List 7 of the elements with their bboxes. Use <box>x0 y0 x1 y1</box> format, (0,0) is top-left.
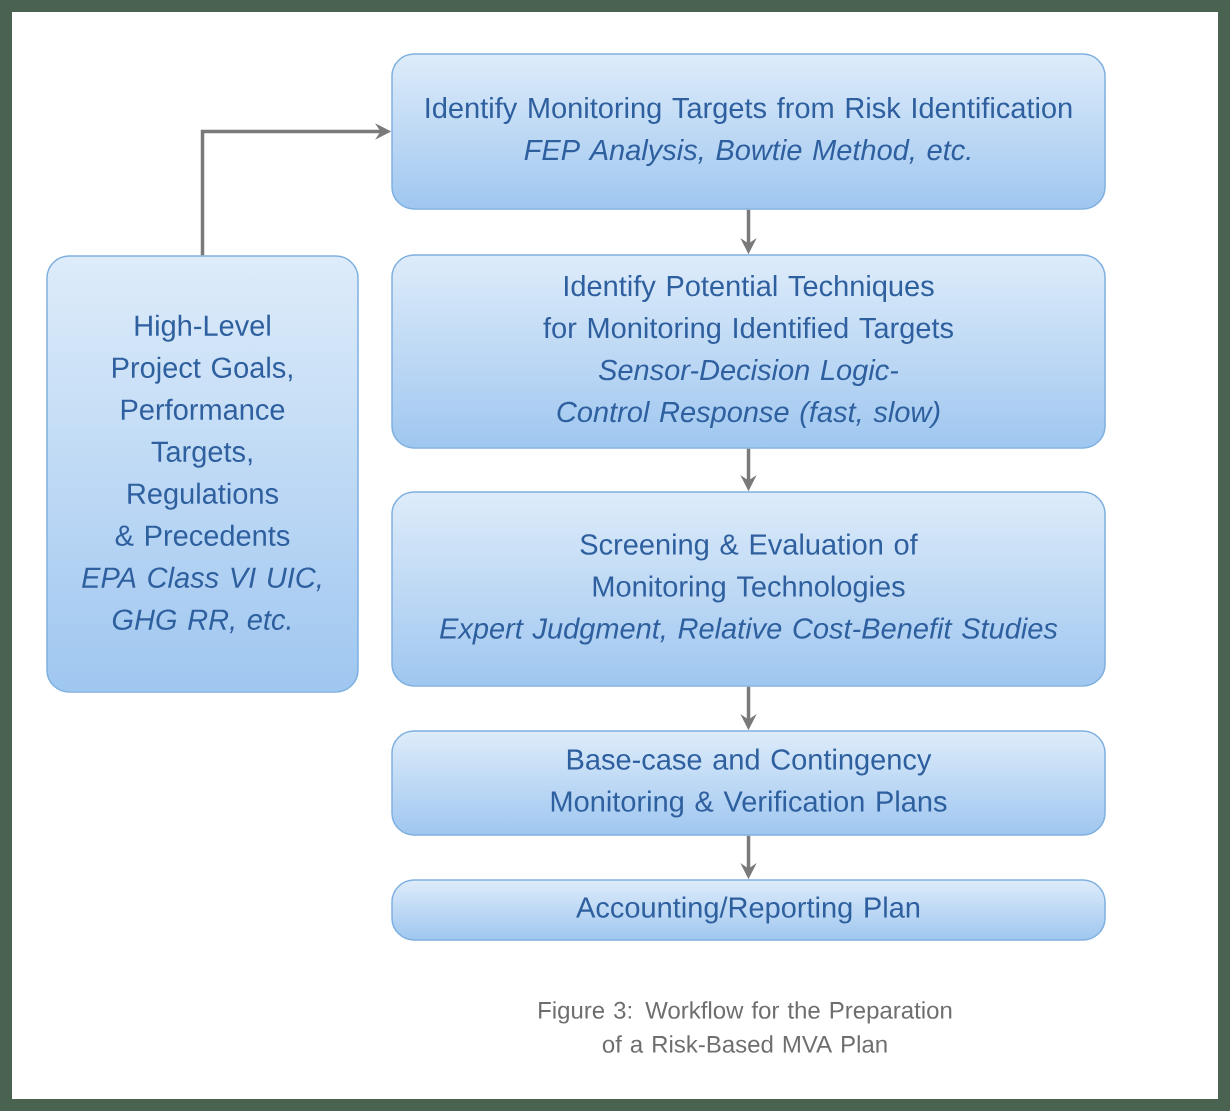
process-box: High-Level Project Goals, Performance Targets, Regulations & Precedents EPA Class VI UIC, GHG RR, etc. <box>46 255 359 693</box>
process-box: Screening & Evaluation of Monitoring Technologies Expert Judgment, Relative Cost-Benefit Studies <box>391 491 1106 687</box>
process-box: Accounting/Reporting Plan <box>391 879 1106 941</box>
process-box: Identify Potential Techniques for Monitoring Identified Targets Sensor-Decision Logic-Control Response (fast, slow) <box>391 254 1106 449</box>
process-box: Identify Monitoring Targets from Risk Identification FEP Analysis, Bowtie Method, etc. <box>391 53 1106 210</box>
process-box: Base-case and Contingency Monitoring & Verification Plans <box>391 730 1106 836</box>
caption: Figure 3: Workflow for the Preparation of a Risk-Based MVA Plan <box>539 1001 952 1053</box>
